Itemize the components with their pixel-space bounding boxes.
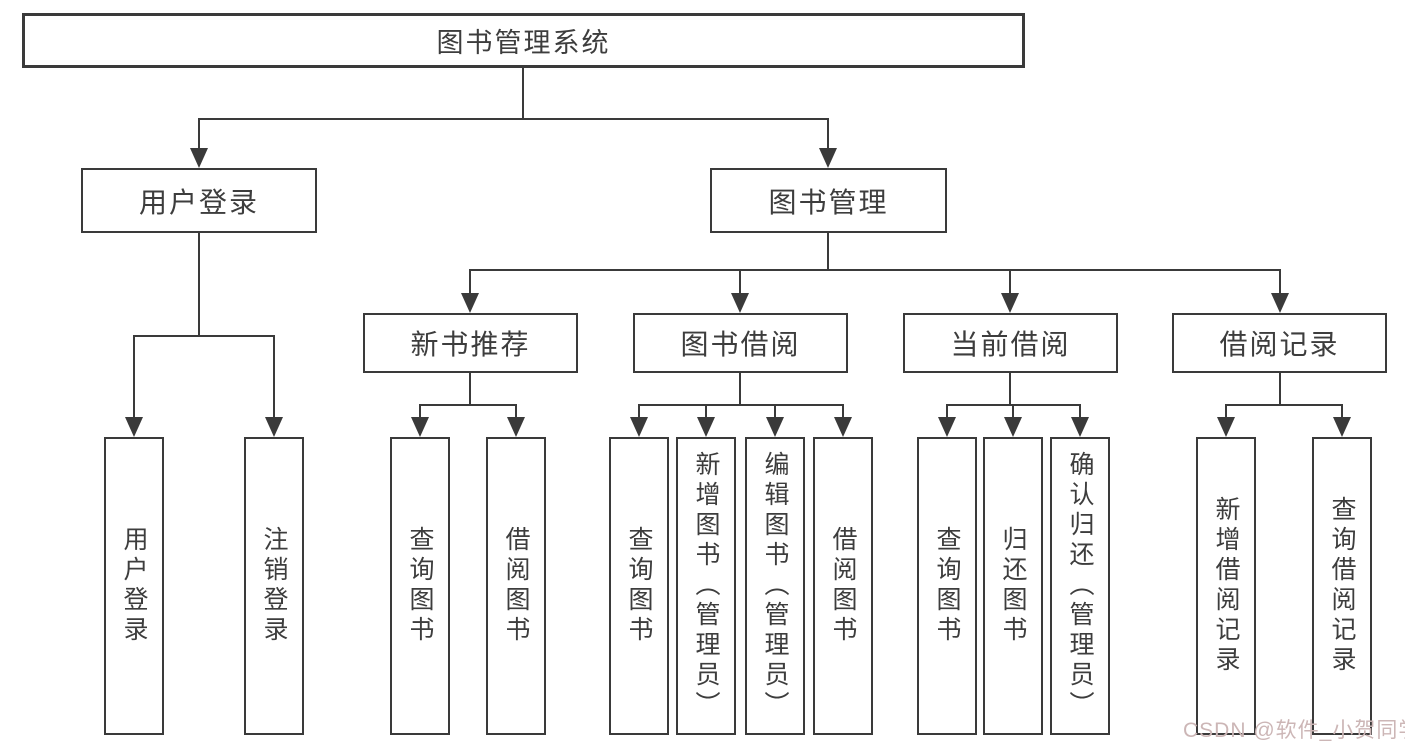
- connector-line: [515, 404, 517, 419]
- connector-line: [946, 404, 948, 419]
- node-leaf-query-borrow-record: 查询借阅记录: [1312, 437, 1372, 735]
- connector-line: [1225, 404, 1227, 419]
- connector-line: [638, 404, 640, 419]
- arrow-down-icon: [411, 417, 429, 437]
- node-current-borrow: 当前借阅: [903, 313, 1118, 373]
- node-leaf-add-borrow-record: 新增借阅记录: [1196, 437, 1256, 735]
- node-user-login: 用户登录: [81, 168, 317, 233]
- node-leaf-add-books-admin: 新增图书（管理员）: [676, 437, 736, 735]
- node-leaf-query-books-recommend: 查询图书: [390, 437, 450, 735]
- connector-line: [1012, 404, 1014, 419]
- connector-line: [1279, 373, 1281, 406]
- arrow-down-icon: [190, 148, 208, 168]
- connector-line: [1225, 404, 1342, 406]
- node-leaf-confirm-return-admin: 确认归还（管理员）: [1050, 437, 1110, 735]
- connector-line: [1279, 269, 1281, 297]
- node-new-book-recommend: 新书推荐: [363, 313, 578, 373]
- connector-line: [273, 335, 275, 419]
- arrow-down-icon: [834, 417, 852, 437]
- connector-line: [419, 404, 421, 419]
- node-leaf-borrow-books: 借阅图书: [813, 437, 873, 735]
- node-leaf-user-login: 用户登录: [104, 437, 164, 735]
- arrow-down-icon: [125, 417, 143, 437]
- node-book-management: 图书管理: [710, 168, 947, 233]
- node-leaf-return-books: 归还图书: [983, 437, 1043, 735]
- connector-line: [705, 404, 707, 419]
- connector-line: [1079, 404, 1081, 419]
- arrow-down-icon: [731, 293, 749, 313]
- node-leaf-borrow-books-recommend: 借阅图书: [486, 437, 546, 735]
- arrow-down-icon: [1001, 293, 1019, 313]
- arrow-down-icon: [819, 148, 837, 168]
- node-book-borrow: 图书借阅: [633, 313, 848, 373]
- arrow-down-icon: [507, 417, 525, 437]
- node-borrow-records: 借阅记录: [1172, 313, 1387, 373]
- connector-line: [739, 269, 741, 297]
- connector-line: [842, 404, 844, 419]
- arrow-down-icon: [1071, 417, 1089, 437]
- node-leaf-query-books-current: 查询图书: [917, 437, 977, 735]
- node-leaf-logout: 注销登录: [244, 437, 304, 735]
- arrow-down-icon: [1333, 417, 1351, 437]
- arrow-down-icon: [265, 417, 283, 437]
- watermark: CSDN @软件_小贺同学: [1183, 719, 1405, 742]
- arrow-down-icon: [461, 293, 479, 313]
- connector-line: [419, 404, 517, 406]
- connector-line: [469, 373, 471, 406]
- node-leaf-edit-books-admin: 编辑图书（管理员）: [745, 437, 805, 735]
- arrow-down-icon: [1004, 417, 1022, 437]
- connector-line: [774, 404, 776, 419]
- arrow-down-icon: [766, 417, 784, 437]
- arrow-down-icon: [697, 417, 715, 437]
- connector-line: [827, 118, 829, 152]
- connector-line: [198, 233, 200, 337]
- connector-line: [638, 404, 844, 406]
- arrow-down-icon: [1271, 293, 1289, 313]
- connector-line: [827, 233, 829, 271]
- arrow-down-icon: [938, 417, 956, 437]
- connector-line: [469, 269, 1281, 271]
- connector-line: [198, 118, 200, 152]
- connector-line: [1009, 269, 1011, 297]
- connector-line: [133, 335, 275, 337]
- node-leaf-query-books-borrow: 查询图书: [609, 437, 669, 735]
- connector-line: [739, 373, 741, 406]
- connector-line: [1009, 373, 1011, 406]
- connector-line: [198, 118, 829, 120]
- connector-line: [469, 269, 471, 297]
- arrow-down-icon: [630, 417, 648, 437]
- connector-line: [522, 68, 524, 120]
- connector-line: [133, 335, 135, 419]
- node-library-management-system: 图书管理系统: [22, 13, 1025, 68]
- connector-line: [1341, 404, 1343, 419]
- arrow-down-icon: [1217, 417, 1235, 437]
